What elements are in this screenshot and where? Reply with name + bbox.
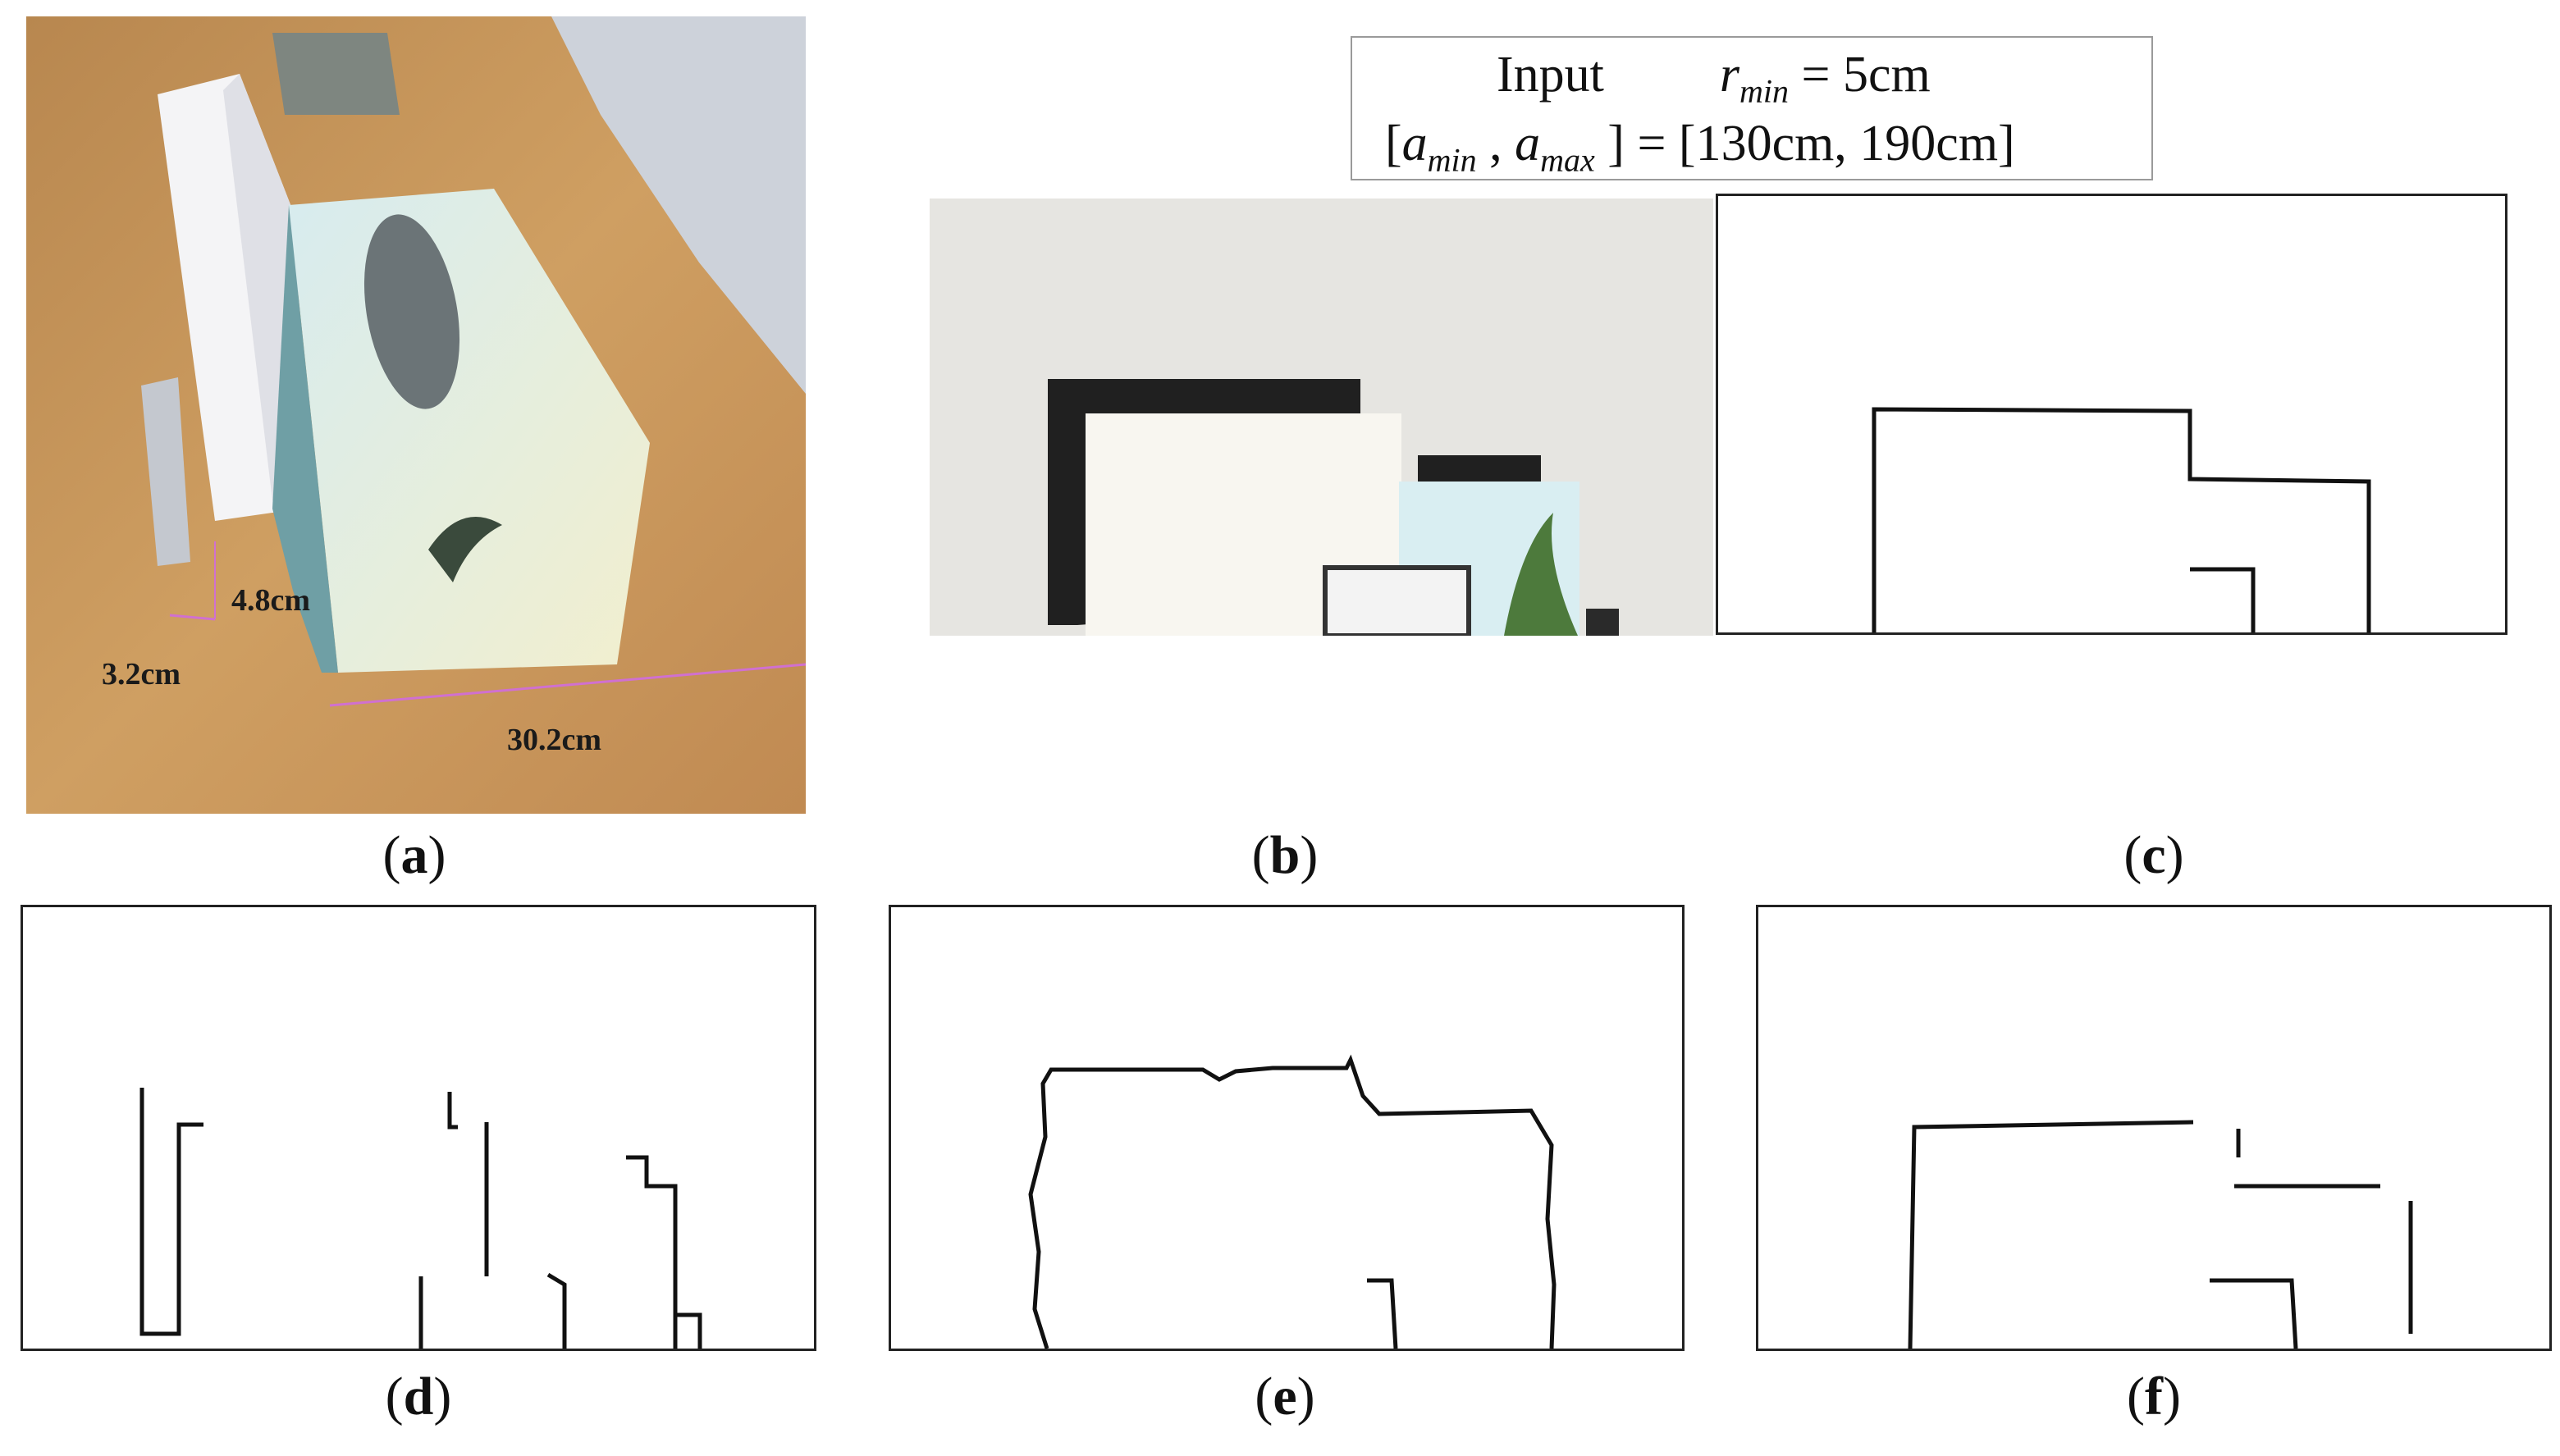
result-outline-d	[139, 1088, 702, 1349]
measurement-label-2: 4.8cm	[231, 583, 311, 618]
result-panel-f	[1756, 905, 2552, 1351]
camera-view-panel-b	[930, 199, 1713, 636]
result-panel-e	[889, 905, 1685, 1351]
outline-panel-c	[1716, 194, 2507, 635]
camera-view-image	[930, 199, 1713, 636]
input-line-2: [amin , amax ] = [130cm, 190cm]	[1385, 116, 2015, 179]
panel-label-e: (e)	[1255, 1367, 1315, 1426]
panel-label-b: (b)	[1251, 825, 1319, 885]
photo-panel-a: 3.2cm 4.8cm 30.2cm	[26, 16, 806, 814]
input-parameters-box: Input rmin = 5cm [amin , amax ] = [130cm…	[1351, 36, 2153, 180]
result-panel-d	[21, 905, 816, 1351]
input-line-1: Input rmin = 5cm	[1497, 47, 1931, 110]
panel-label-f: (f)	[2127, 1367, 2181, 1426]
result-outline-e	[1028, 1054, 1557, 1349]
panel-label-c: (c)	[2123, 825, 2184, 885]
boxes-photo	[26, 16, 806, 814]
panel-label-d: (d)	[385, 1367, 452, 1426]
result-outline-f	[1908, 1120, 2413, 1349]
ground-truth-outline	[1872, 407, 2371, 632]
measurement-label-3: 30.2cm	[507, 723, 602, 757]
panel-label-a: (a)	[382, 825, 446, 885]
measurement-label-1: 3.2cm	[102, 657, 181, 691]
